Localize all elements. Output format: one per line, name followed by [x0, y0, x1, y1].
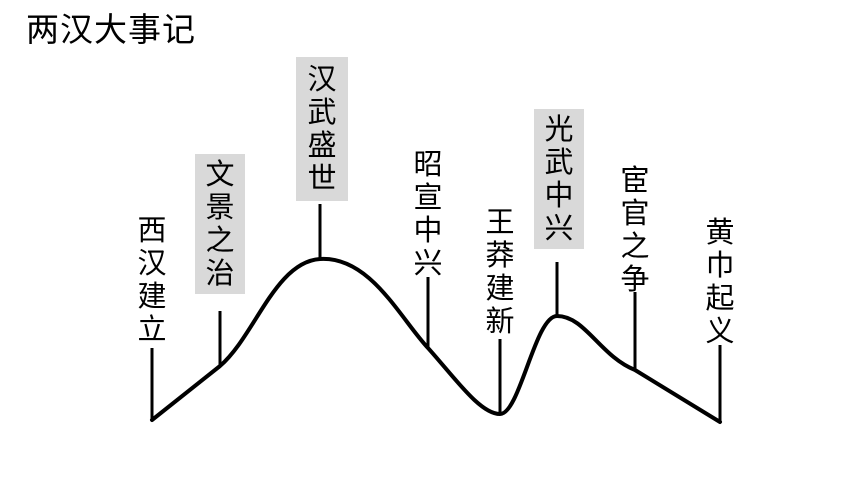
event-label-char: 中	[413, 213, 443, 247]
event-label-char: 汉	[307, 62, 337, 96]
event-label-char: 兴	[544, 211, 574, 245]
event-label-char: 中	[544, 178, 574, 212]
event-label-char: 莽	[485, 238, 515, 272]
event-label-char: 立	[137, 312, 167, 346]
event-label-char: 昭	[413, 147, 443, 181]
event-label-5: 光武中兴	[534, 109, 584, 249]
event-label-char: 世	[307, 161, 337, 195]
event-label-char: 武	[307, 95, 337, 129]
event-label-1: 文景之治	[195, 154, 245, 294]
event-label-4: 王莽建新	[482, 206, 518, 338]
event-label-char: 建	[485, 271, 515, 305]
event-label-char: 王	[485, 205, 515, 239]
event-label-char: 景	[205, 190, 235, 224]
event-label-char: 西	[137, 213, 167, 247]
event-label-char: 起	[705, 281, 735, 315]
event-label-char: 治	[205, 256, 235, 290]
event-label-char: 官	[620, 196, 650, 230]
event-label-char: 争	[620, 262, 650, 296]
event-label-7: 黄巾起义	[702, 216, 738, 348]
event-label-char: 兴	[413, 246, 443, 280]
event-label-6: 宦官之争	[617, 164, 653, 296]
event-label-2: 汉武盛世	[296, 57, 348, 201]
event-label-char: 义	[705, 314, 735, 348]
diagram-title: 两汉大事记	[26, 10, 196, 49]
event-label-char: 文	[205, 157, 235, 191]
event-label-char: 宦	[620, 163, 650, 197]
event-label-char: 新	[485, 304, 515, 338]
event-label-char: 盛	[307, 128, 337, 162]
event-label-char: 建	[137, 279, 167, 313]
event-label-char: 汉	[137, 246, 167, 280]
event-label-char: 巾	[705, 248, 735, 282]
event-label-char: 光	[544, 112, 574, 146]
event-label-char: 之	[620, 229, 650, 263]
history-curve	[150, 256, 722, 424]
event-label-char: 之	[205, 223, 235, 257]
event-label-char: 武	[544, 145, 574, 179]
event-label-char: 黄	[705, 215, 735, 249]
event-label-0: 西汉建立	[134, 214, 170, 346]
event-label-3: 昭宣中兴	[410, 148, 446, 280]
event-label-char: 宣	[413, 180, 443, 214]
